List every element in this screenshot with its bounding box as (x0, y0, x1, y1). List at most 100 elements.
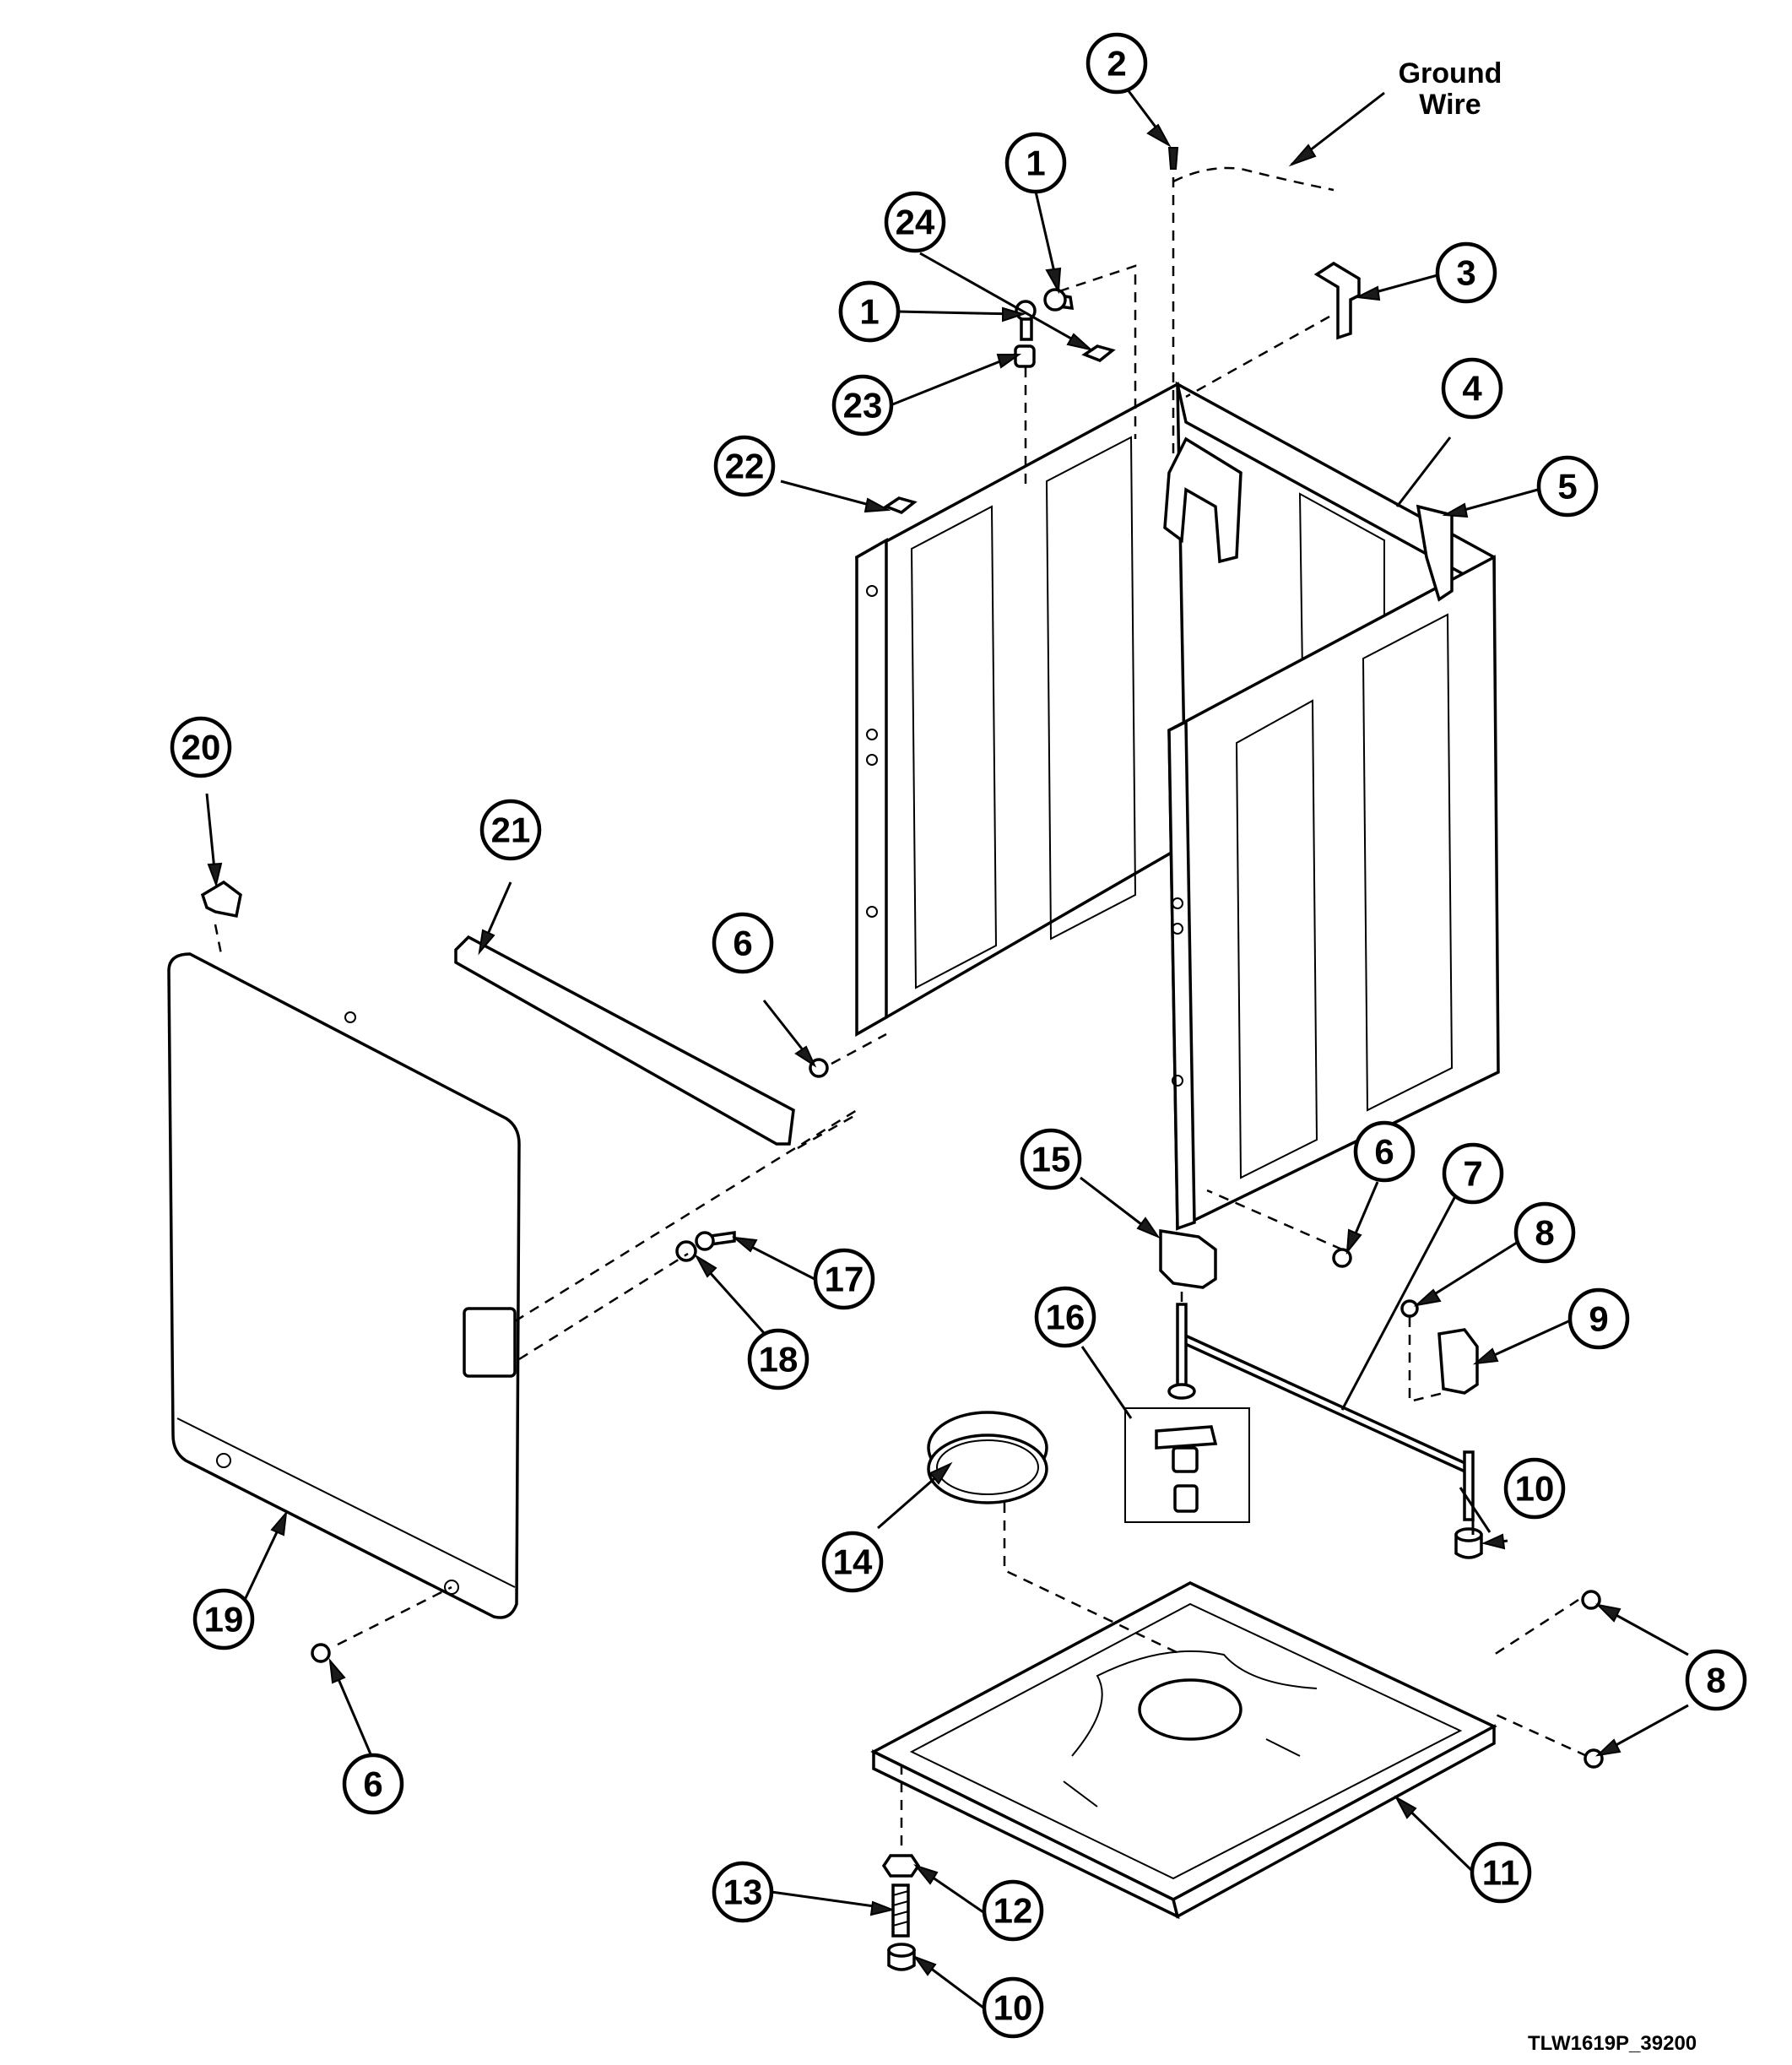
callout-14-text: 14 (833, 1542, 873, 1582)
callout-5-text: 5 (1557, 467, 1577, 507)
callout-21-text: 21 (491, 810, 531, 850)
callout-6-front: 6 (342, 1753, 404, 1815)
callout-6-front-text: 6 (363, 1764, 382, 1804)
callout-13: 13 (712, 1861, 774, 1923)
callout-9-text: 9 (1589, 1299, 1608, 1339)
callout-12-text: 12 (993, 1891, 1033, 1931)
callout-11: 11 (1470, 1841, 1532, 1904)
callout-16-text: 16 (1046, 1298, 1085, 1337)
base-inner-floor (909, 1602, 1463, 1880)
callout-19: 19 (192, 1588, 255, 1650)
callout-24: 24 (884, 191, 946, 253)
screw-6-c (311, 1643, 331, 1663)
callout-3-text: 3 (1456, 253, 1475, 293)
screw-head-top (1043, 288, 1067, 312)
clip-20 (200, 880, 242, 919)
screw-8-a (1400, 1299, 1419, 1318)
callout-20-text: 20 (181, 728, 221, 767)
callout-16: 16 (1034, 1286, 1096, 1348)
corner-brace-center (1163, 436, 1242, 564)
callout-22-text: 22 (725, 447, 765, 486)
hardware-parts (200, 147, 1604, 1971)
ground-wire (1172, 166, 1335, 192)
callout-8-upper: 8 (1513, 1201, 1576, 1264)
base-floor-contour-2 (1063, 1738, 1301, 1808)
cabinet-screw-holes (866, 585, 1183, 1087)
bracket-3 (1313, 261, 1361, 340)
callout-9: 9 (1567, 1287, 1630, 1350)
belt (927, 1411, 1048, 1504)
callout-10-lower-text: 10 (993, 1988, 1033, 2028)
callout-2-text: 2 (1107, 44, 1126, 84)
callout-14: 14 (821, 1531, 884, 1593)
screw-8-b (1581, 1590, 1601, 1610)
callout-23: 23 (831, 374, 894, 436)
front-panel-hinge-bracket (463, 1307, 517, 1378)
callout-1-top-text: 1 (1026, 144, 1045, 183)
cabinet-rear-embossed-panel-1 (910, 505, 998, 989)
bracket-9 (1437, 1328, 1479, 1395)
callout-17: 17 (813, 1248, 875, 1310)
bracket-15 (1159, 1228, 1217, 1289)
cabinet-right-side-panel (1167, 555, 1500, 1231)
cabinet-side-flange (1167, 719, 1196, 1231)
nut-18 (675, 1240, 697, 1262)
callout-6-cabinet-text: 6 (733, 924, 752, 963)
callout-23-text: 23 (843, 386, 883, 425)
callout-15: 15 (1020, 1128, 1082, 1190)
ground-screw (1167, 147, 1179, 170)
callout-1-lower-text: 1 (859, 292, 879, 332)
base-right-rail (1171, 1724, 1496, 1919)
callouts: 1 2 1 3 24 1 23 4 22 5 20 21 6 15 6 7 8 … (170, 32, 1747, 2039)
callout-1-lower: 1 (838, 280, 901, 343)
front-panel (167, 952, 521, 1619)
front-panel-face (167, 952, 521, 1619)
callout-18: 18 (747, 1328, 809, 1390)
base-floor-contour (1071, 1650, 1318, 1757)
leader-lines (205, 88, 1689, 2009)
part-16-inset-box (1124, 1407, 1250, 1523)
callout-7-text: 7 (1463, 1154, 1482, 1194)
callout-6-cabinet: 6 (712, 912, 774, 974)
callout-10-upper: 10 (1503, 1457, 1566, 1520)
pad-22 (883, 496, 918, 514)
nut-12 (881, 1854, 921, 1878)
base-assembly (870, 1581, 1497, 1920)
pad-24 (1081, 344, 1116, 362)
callout-7: 7 (1442, 1142, 1504, 1205)
callout-18-text: 18 (759, 1340, 799, 1379)
ground-wire-label-line1: Ground (1399, 57, 1502, 89)
reference-code: TLW1619P_39200 (1528, 2032, 1697, 2055)
callout-11-text: 11 (1482, 1853, 1519, 1893)
stabilizer-bar (1167, 1303, 1475, 1521)
base-outer-frame (870, 1581, 1497, 1901)
base-center-opening (1138, 1678, 1242, 1741)
callout-17-text: 17 (825, 1260, 864, 1299)
callout-4: 4 (1441, 357, 1503, 420)
callout-8-lower: 8 (1685, 1649, 1747, 1711)
cabinet-side-embossed-panel-2 (1362, 613, 1454, 1112)
front-panel-bottom-edge (176, 1417, 516, 1588)
callout-8-lower-text: 8 (1706, 1661, 1725, 1700)
callout-22: 22 (713, 435, 776, 497)
callout-13-text: 13 (723, 1873, 763, 1912)
cabinet-assembly (855, 381, 1500, 1231)
callout-2: 2 (1085, 32, 1148, 95)
callout-24-text: 24 (896, 203, 935, 242)
callout-10-lower: 10 (982, 1976, 1044, 2039)
part-16-components (1155, 1425, 1218, 1513)
callout-4-text: 4 (1462, 369, 1482, 409)
callout-5: 5 (1536, 455, 1599, 518)
cabinet-left-flange (855, 537, 888, 1038)
cabinet-left-rear-wall (855, 382, 1188, 1020)
callout-8-upper-text: 8 (1535, 1213, 1554, 1253)
spacer (1014, 344, 1036, 368)
callout-1-top: 1 (1004, 132, 1067, 194)
top-rail (454, 935, 795, 1146)
callout-21: 21 (479, 799, 542, 861)
callout-20: 20 (170, 716, 232, 778)
callout-6-side: 6 (1353, 1120, 1416, 1183)
cabinet-side-embossed-panel-1 (1235, 699, 1318, 1179)
callout-10-upper-text: 10 (1515, 1469, 1555, 1509)
